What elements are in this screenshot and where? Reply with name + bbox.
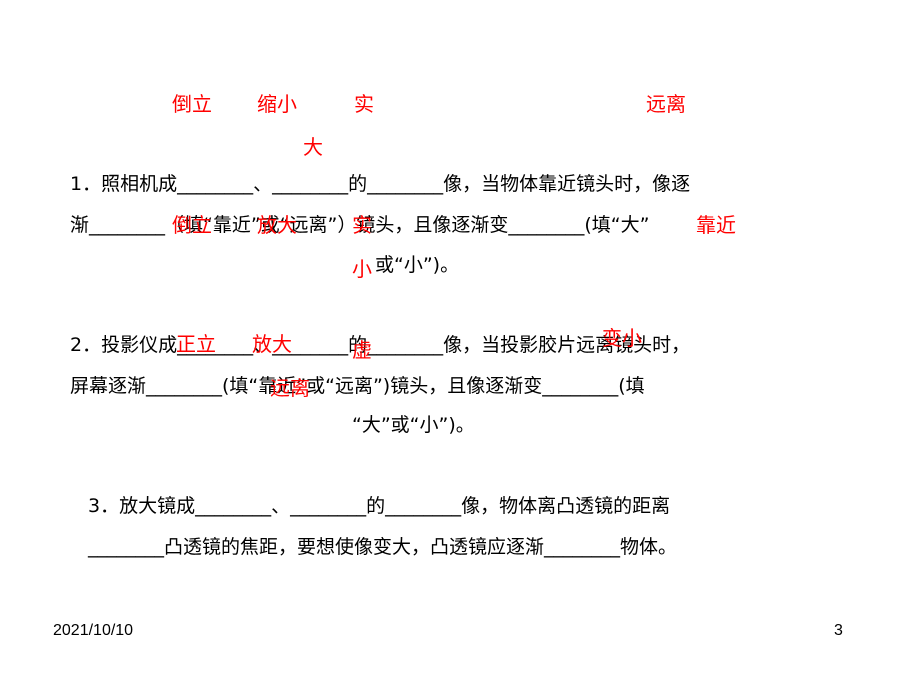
question-1-line-3: 或“小”)。 — [375, 254, 460, 276]
question-2-line-1: 2．投影仪成________、________的________像，当投影胶片远… — [70, 334, 691, 356]
footer-date: 2021/10/10 — [53, 622, 134, 639]
answer-text: 放大 — [252, 332, 292, 356]
answer-text: 倒立 — [172, 92, 212, 116]
question-3-line-1: 3．放大镜成________、________的________像，物体离凸透镜… — [88, 495, 671, 517]
question-3-line-2: ________凸透镜的焦距，要想使像变大，凸透镜应逐渐________物体。 — [88, 536, 678, 558]
question-2-line-2: 屏幕逐渐________(填“靠近”或“远离”)镜头，且像逐渐变________… — [70, 375, 645, 397]
answer-text: 倒立 — [172, 213, 212, 237]
answer-text: 远离 — [270, 376, 310, 400]
answer-text: 远离 — [646, 92, 686, 116]
answer-text: 大 — [303, 135, 323, 159]
answer-text: 小 — [352, 257, 372, 281]
answer-text: 靠近 — [696, 213, 736, 237]
question-1-line-1: 1．照相机成________、________的________像，当物体靠近镜… — [70, 173, 691, 195]
question-1-line-2: 渐________（填“靠近”或“远离”）镜头，且像逐渐变________(填“… — [70, 214, 650, 236]
page-number: 3 — [834, 622, 843, 639]
answer-text: 缩小 — [257, 92, 297, 116]
answer-text: 放大 — [257, 213, 297, 237]
answer-text: 实 — [354, 92, 374, 116]
answer-text: 正立 — [176, 332, 216, 356]
answer-text: 变小 — [602, 326, 642, 350]
question-2-line-3: “大”或“小”)。 — [352, 414, 475, 436]
answer-text: 实 — [352, 213, 372, 237]
answer-text: 虚 — [352, 338, 372, 362]
